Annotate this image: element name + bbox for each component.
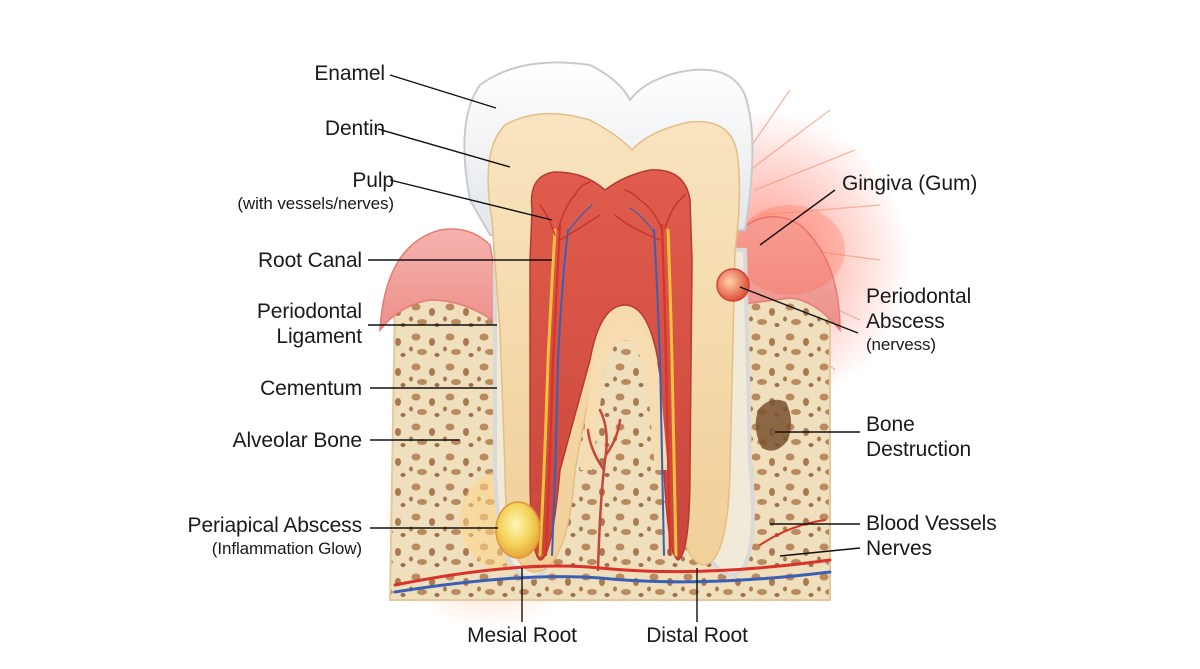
label-pulp-subtitle: (with vessels/nerves) [237,194,394,213]
label-nerves: Nerves [866,537,932,560]
label-periodontal-abscess-line2: Abscess [866,310,945,333]
label-periodontal-abscess-subtitle: (nervess) [866,335,936,354]
label-pulp-title: Pulp [352,169,394,192]
label-bone-destruction-line2: Destruction [866,438,972,461]
label-alveolar-bone: Alveolar Bone [232,429,363,452]
label-dentin: Dentin [324,117,385,140]
label-gingiva: Gingiva (Gum) [842,172,978,195]
label-periodontal-abscess-line1: Periodontal [866,285,972,308]
label-blood-vessels: Blood Vessels [866,512,997,535]
label-root-canal: Root Canal [257,249,362,272]
label-periapical-abscess-title: Periapical Abscess [187,514,363,537]
label-mesial-root: Mesial Root [467,624,577,647]
label-enamel: Enamel [314,62,385,85]
label-periodontal-abscess: Periodontal Abscess (nervess) [866,284,971,356]
label-periapical-abscess-subtitle: (Inflammation Glow) [211,539,362,558]
label-periodontal-ligament: Periodontal Ligament [257,299,362,349]
label-pulp: Pulp (with vessels/nerves) [237,168,394,215]
label-periodontal-ligament-line1: Periodontal [256,300,362,323]
label-bone-destruction: Bone Destruction [866,412,971,462]
label-cementum: Cementum [260,377,362,400]
label-periapical-abscess: Periapical Abscess (Inflammation Glow) [187,513,363,560]
label-distal-root: Distal Root [646,624,748,647]
label-periodontal-ligament-line2: Ligament [276,325,362,348]
label-bone-destruction-line1: Bone [866,413,915,436]
